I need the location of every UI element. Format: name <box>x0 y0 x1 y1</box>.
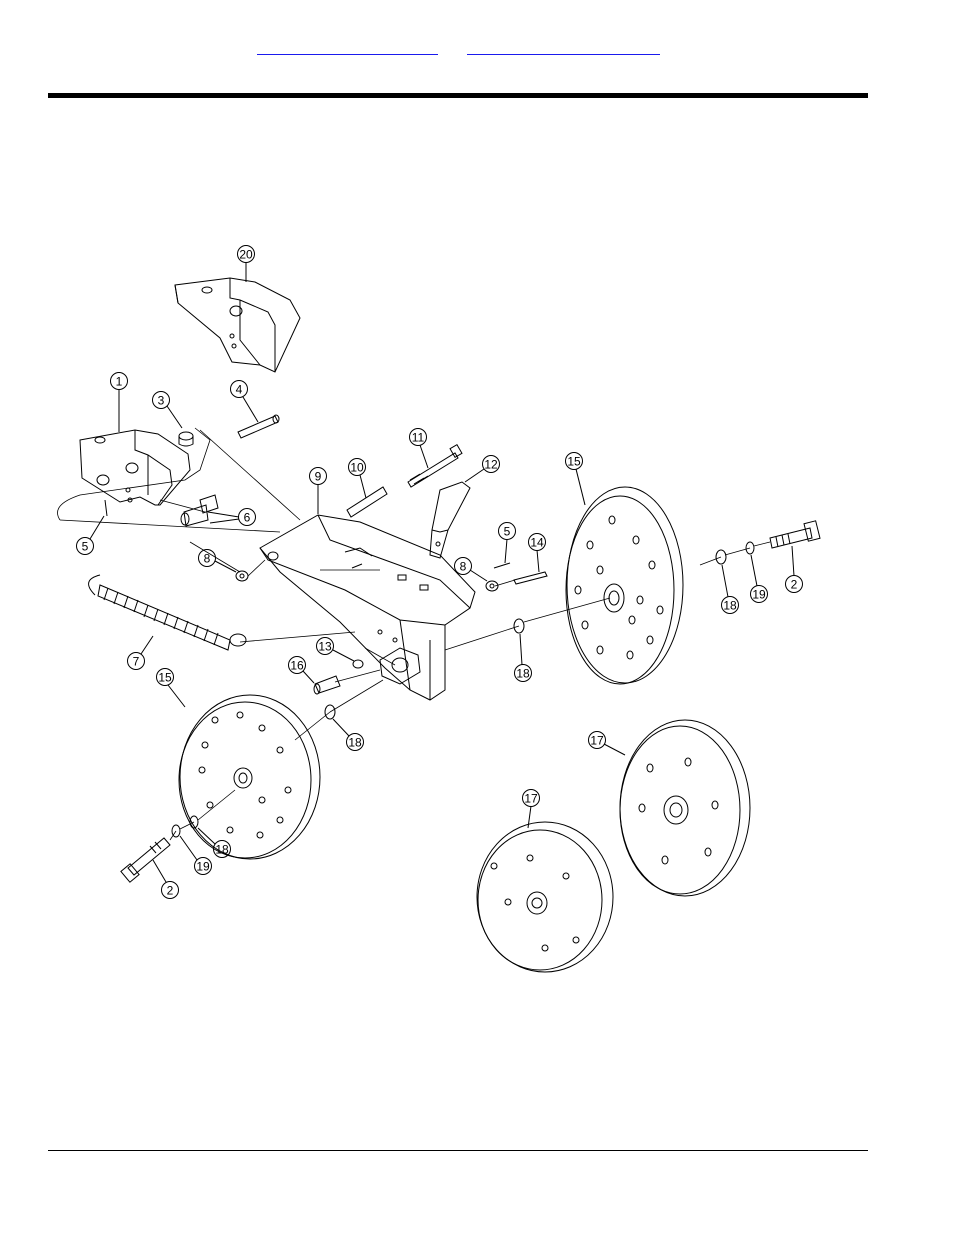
svg-text:13: 13 <box>318 640 332 654</box>
callout-20: 20 <box>237 245 255 282</box>
washer-part-13 <box>352 659 364 669</box>
svg-text:3: 3 <box>158 394 165 408</box>
callout-15-right: 15 <box>565 452 586 506</box>
svg-text:20: 20 <box>239 248 253 262</box>
washer-part-18-left <box>189 815 199 829</box>
svg-text:15: 15 <box>158 671 172 685</box>
svg-text:15: 15 <box>567 455 581 469</box>
bushing-part-3 <box>178 431 194 447</box>
bolt-part-2-right <box>769 520 821 549</box>
svg-text:16: 16 <box>290 659 304 673</box>
nav-link-2[interactable] <box>467 38 660 55</box>
svg-text:14: 14 <box>530 536 544 550</box>
bushing-part-6 <box>180 494 219 527</box>
rod-part-11 <box>407 443 463 488</box>
callout-12: 12 <box>464 455 500 483</box>
wheel-part-17-right <box>619 719 751 897</box>
callout-14: 14 <box>528 533 546 573</box>
bracket-part-1 <box>79 429 191 506</box>
callout-5-right: 5 <box>498 522 516 564</box>
svg-text:11: 11 <box>412 431 425 445</box>
svg-text:18: 18 <box>723 599 737 613</box>
svg-text:5: 5 <box>82 540 89 554</box>
spacer-part-10 <box>346 486 388 518</box>
callout-19-right: 19 <box>750 554 768 603</box>
washer-part-18-lower <box>324 704 336 720</box>
pin-part-5-right <box>493 562 511 569</box>
wheel-part-15-left <box>178 694 321 860</box>
callout-19-left: 19 <box>179 835 212 875</box>
callout-18-right: 18 <box>721 564 739 614</box>
pin-part-4 <box>237 414 280 439</box>
callout-2-left: 2 <box>152 859 179 899</box>
svg-text:19: 19 <box>196 860 210 874</box>
callout-9: 9 <box>309 467 327 514</box>
callout-11: 11 <box>409 428 429 469</box>
svg-text:2: 2 <box>167 884 174 898</box>
svg-text:19: 19 <box>752 588 766 602</box>
arm-part-9 <box>259 514 476 701</box>
callout-8-left: 8 <box>198 549 237 573</box>
svg-text:7: 7 <box>133 655 140 669</box>
washer-part-19-left <box>171 824 181 838</box>
washer-part-19-right <box>745 541 755 555</box>
hub-mount <box>379 647 421 685</box>
wheel-part-17-center <box>476 821 614 973</box>
pin-part-5 <box>104 499 108 517</box>
svg-text:17: 17 <box>524 792 538 806</box>
washer-part-18-right <box>715 549 727 565</box>
callout-18-center: 18 <box>514 633 532 682</box>
handle-part-12 <box>429 481 471 559</box>
washer-part-18-center <box>513 618 525 634</box>
callout-15-left: 15 <box>156 668 186 708</box>
callout-4: 4 <box>230 380 259 423</box>
washer-part-8-left <box>235 570 249 582</box>
bolt-part-2-left <box>120 837 171 883</box>
svg-text:10: 10 <box>350 461 364 475</box>
svg-text:18: 18 <box>348 736 362 750</box>
bolt-part-16 <box>313 675 341 695</box>
callout-7: 7 <box>127 635 154 670</box>
washer-part-8-right <box>485 580 499 592</box>
svg-text:5: 5 <box>504 525 511 539</box>
callout-10: 10 <box>348 458 367 499</box>
svg-text:9: 9 <box>315 470 322 484</box>
header-rule <box>48 93 868 98</box>
svg-text:18: 18 <box>215 843 229 857</box>
callout-8-right: 8 <box>454 557 488 582</box>
callout-13: 13 <box>316 637 355 662</box>
svg-text:6: 6 <box>244 511 251 525</box>
nav-link-1[interactable] <box>257 38 438 55</box>
callout-18-left: 18 <box>197 827 231 858</box>
callout-3: 3 <box>152 391 183 429</box>
svg-text:4: 4 <box>236 383 243 397</box>
callout-18-lower: 18 <box>332 718 364 751</box>
callout-2-right: 2 <box>785 545 803 593</box>
footer-rule <box>48 1150 868 1151</box>
callout-5-left: 5 <box>76 515 105 555</box>
svg-text:18: 18 <box>516 667 530 681</box>
callout-1: 1 <box>110 372 128 432</box>
assembly-lines <box>57 427 771 841</box>
svg-text:1: 1 <box>116 375 123 389</box>
svg-text:17: 17 <box>590 734 604 748</box>
callout-17-center: 17 <box>522 789 540 829</box>
bracket-part-20 <box>174 277 301 373</box>
callout-17-right: 17 <box>588 731 626 756</box>
callout-16: 16 <box>288 656 315 684</box>
svg-text:8: 8 <box>204 552 211 566</box>
pin-part-14 <box>513 571 548 585</box>
svg-text:8: 8 <box>460 560 467 574</box>
svg-text:2: 2 <box>791 578 798 592</box>
wheel-part-15-right <box>565 486 684 685</box>
svg-text:12: 12 <box>484 458 498 472</box>
callout-6: 6 <box>207 508 256 526</box>
spring-part-7 <box>88 574 247 651</box>
